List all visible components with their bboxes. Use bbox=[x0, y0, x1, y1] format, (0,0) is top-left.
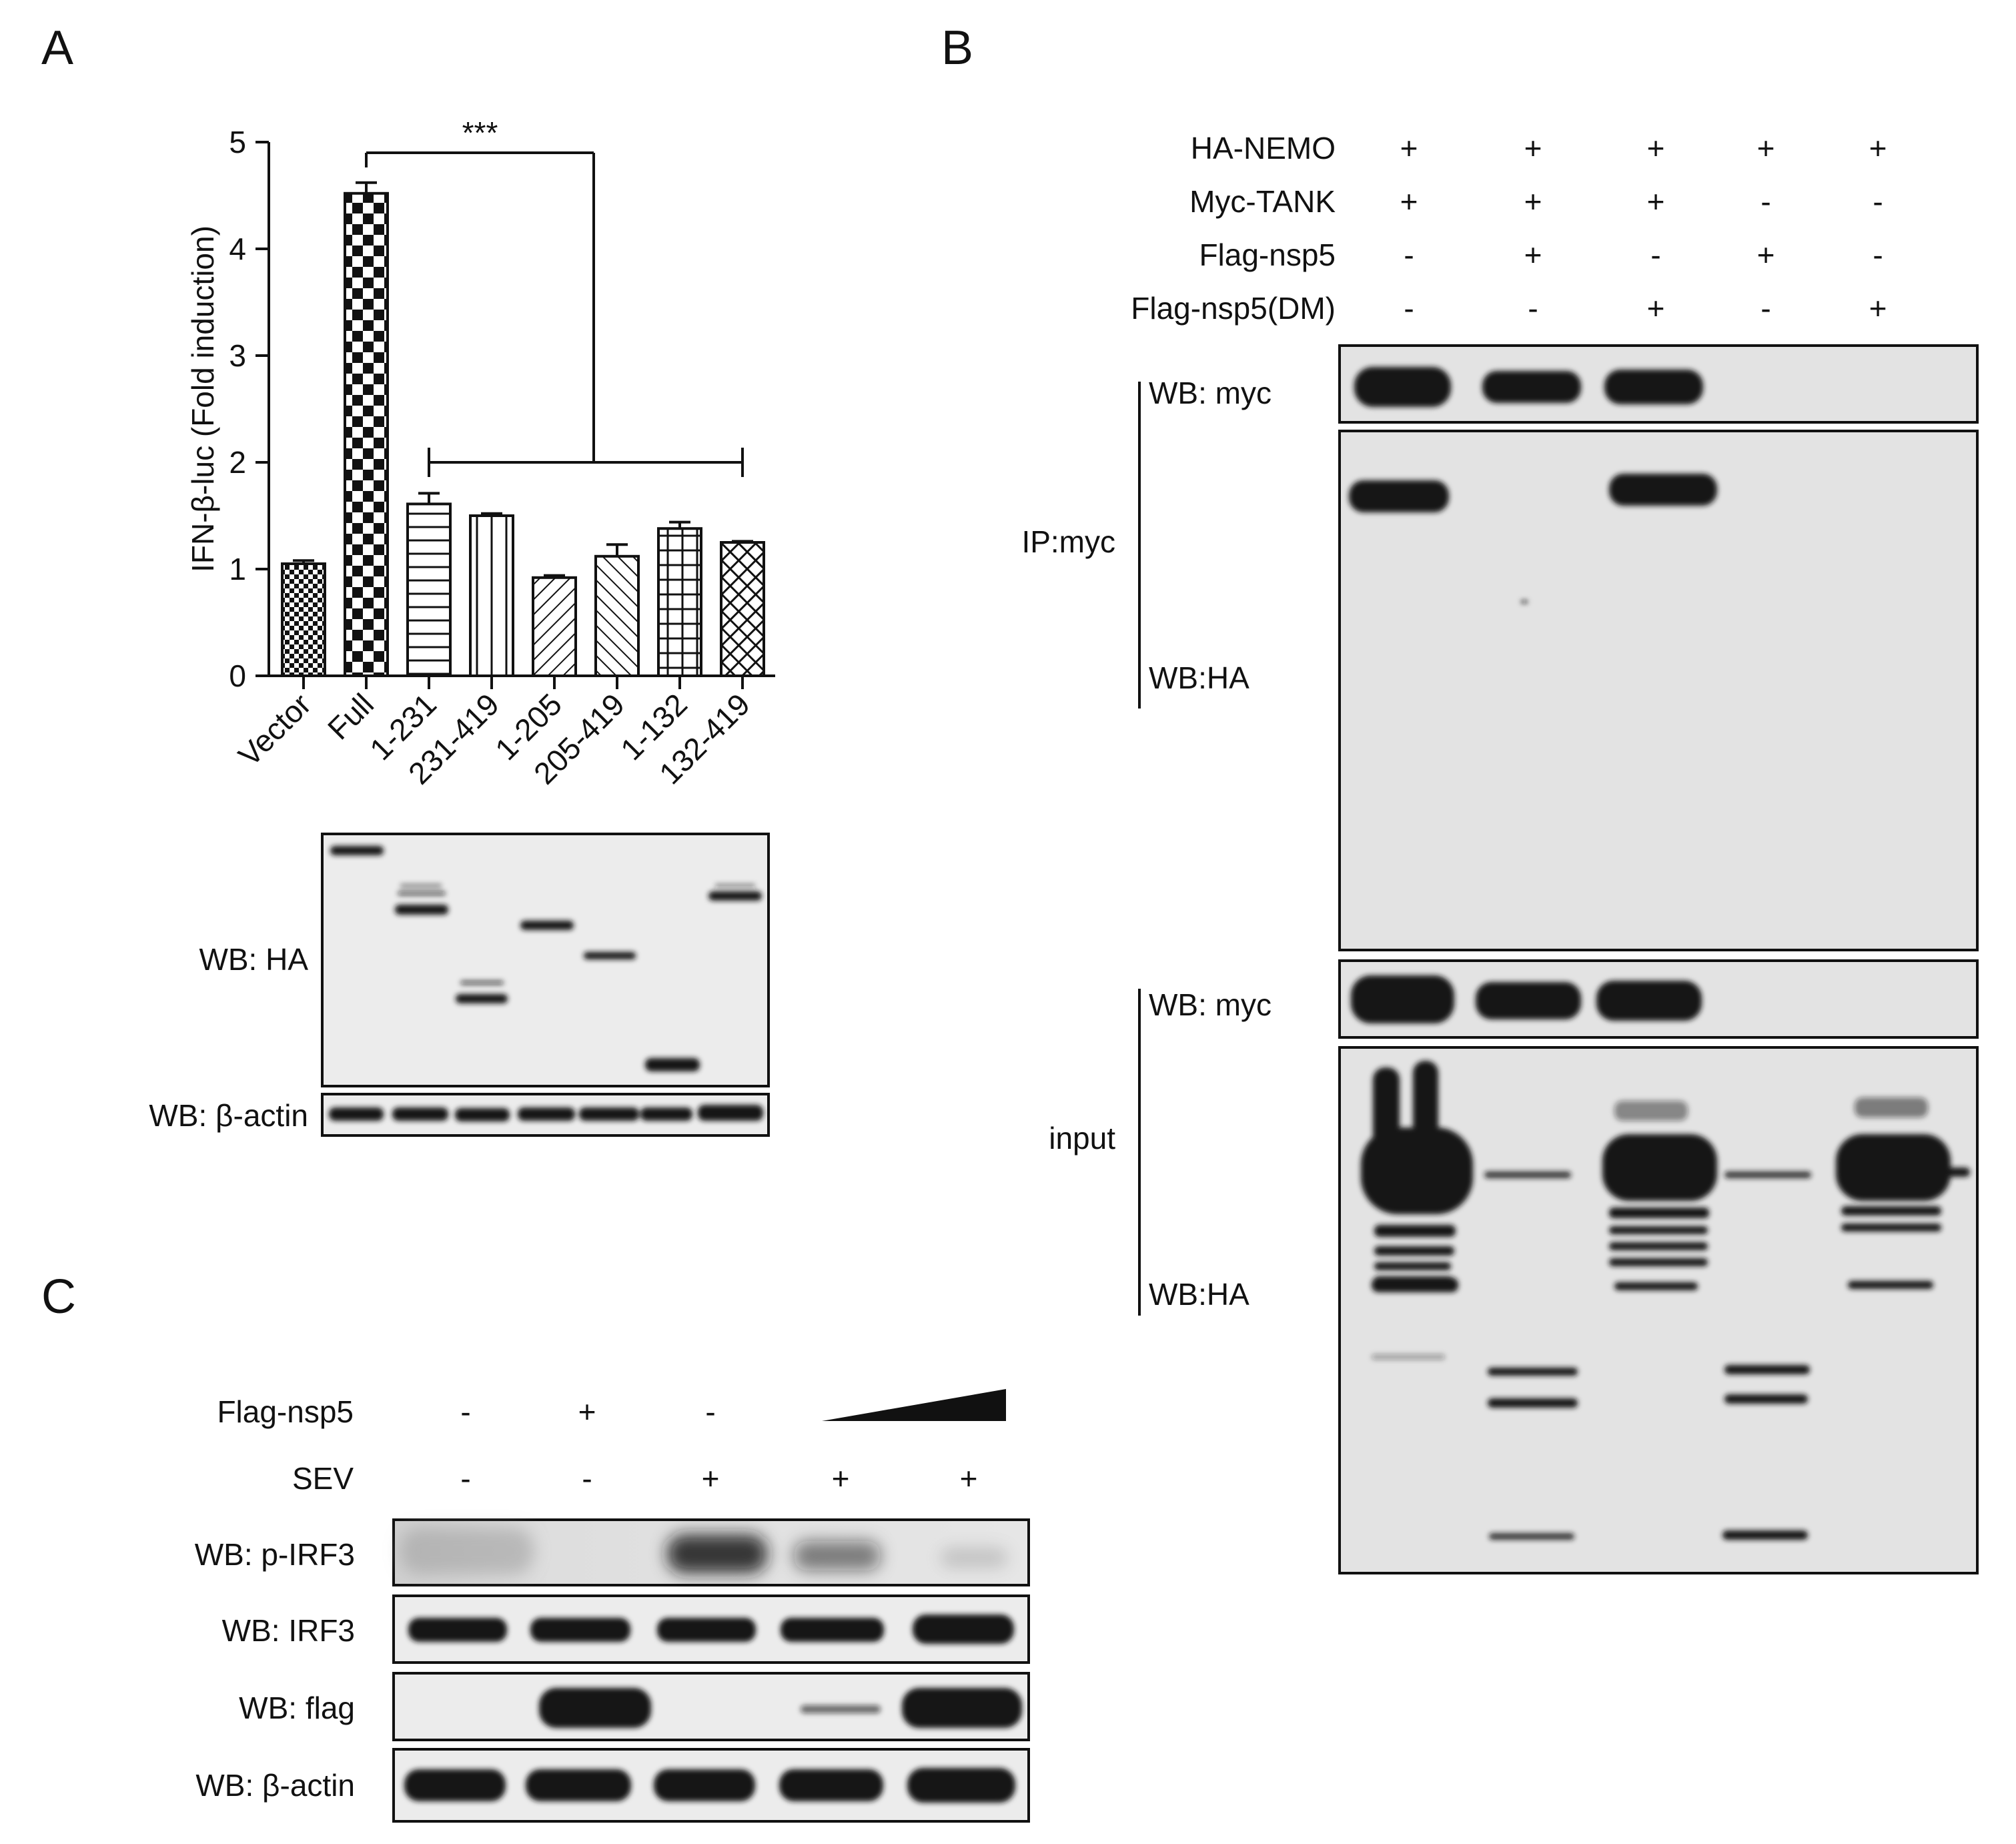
panel-b-ip-ha-blot bbox=[1338, 430, 1979, 951]
panel-c-letter: C bbox=[41, 1270, 76, 1324]
sign: - bbox=[1650, 238, 1660, 272]
panel-c-irf3-blot: WB: IRF3 bbox=[222, 1594, 1030, 1664]
significance-bracket: *** bbox=[365, 115, 744, 477]
bar-1-231 bbox=[406, 502, 452, 678]
y-tick-label: 2 bbox=[229, 445, 246, 480]
bar-1-205 bbox=[532, 576, 577, 677]
sign: - bbox=[1404, 291, 1414, 326]
increasing-dose-wedge bbox=[822, 1389, 1006, 1421]
condition-label: SEV bbox=[292, 1461, 354, 1496]
sign: + bbox=[1524, 131, 1542, 165]
y-tick-label: 3 bbox=[229, 338, 246, 373]
panel-a-actin-blot: WB: β-actin bbox=[149, 1093, 770, 1137]
y-tick-label: 1 bbox=[229, 552, 246, 586]
wb-label: WB: p-IRF3 bbox=[195, 1537, 355, 1572]
panel-c-flag-blot: WB: flag bbox=[239, 1672, 1030, 1741]
sign: - bbox=[460, 1394, 470, 1429]
sign: - bbox=[460, 1461, 470, 1496]
wb-ha-label: WB: HA bbox=[199, 942, 308, 977]
wb-actin-label: WB: β-actin bbox=[149, 1098, 308, 1133]
panel-c-actin-blot: WB: β-actin bbox=[195, 1748, 1030, 1823]
sign: + bbox=[1647, 184, 1665, 219]
bars bbox=[281, 181, 765, 678]
significance-label: *** bbox=[462, 115, 498, 150]
panel-b-condition-table: HA-NEMO Myc-TANK Flag-nsp5 Flag-nsp5(DM)… bbox=[1131, 131, 1887, 326]
sign: + bbox=[960, 1461, 978, 1496]
sign: + bbox=[702, 1461, 720, 1496]
panel-b-input-ha-blot bbox=[1338, 1046, 1979, 1574]
sign: + bbox=[578, 1394, 596, 1429]
bar-205-419 bbox=[594, 554, 640, 677]
sign: + bbox=[1647, 131, 1665, 165]
y-tick-label: 4 bbox=[229, 232, 246, 266]
panel-a-letter: A bbox=[41, 21, 73, 75]
x-tick-label: Vector bbox=[231, 686, 318, 773]
sign: - bbox=[705, 1394, 715, 1429]
sign: - bbox=[1873, 184, 1883, 219]
input-label: input bbox=[1049, 1121, 1115, 1156]
bar-231-419 bbox=[469, 514, 514, 677]
condition-label: HA-NEMO bbox=[1191, 131, 1336, 165]
sign: - bbox=[582, 1461, 592, 1496]
sign: + bbox=[1757, 238, 1775, 272]
wb-label: WB: flag bbox=[239, 1691, 355, 1725]
bar-Vector bbox=[281, 562, 326, 677]
ip-label: IP:myc bbox=[1021, 524, 1115, 559]
condition-label: Myc-TANK bbox=[1189, 184, 1336, 219]
panel-b-input-myc-blot bbox=[1338, 959, 1979, 1039]
sign: + bbox=[1524, 184, 1542, 219]
y-tick-label: 5 bbox=[229, 125, 246, 159]
sign: + bbox=[1400, 131, 1418, 165]
panel-c-condition-table: Flag-nsp5 SEV - + - - - + + + bbox=[217, 1389, 1006, 1496]
condition-label: Flag-nsp5 bbox=[217, 1394, 354, 1429]
sign: + bbox=[1400, 184, 1418, 219]
bar-Full bbox=[344, 191, 389, 677]
wb-label: WB: β-actin bbox=[195, 1768, 355, 1803]
wb-label: WB: IRF3 bbox=[222, 1613, 355, 1648]
wb-myc-label: WB: myc bbox=[1149, 376, 1272, 410]
panel-b-ip-myc-blot bbox=[1338, 344, 1979, 424]
sign: - bbox=[1528, 291, 1538, 326]
panel-b-letter: B bbox=[941, 21, 973, 75]
bar-132-419 bbox=[720, 541, 765, 677]
wb-ha-label: WB:HA bbox=[1149, 1277, 1249, 1312]
panel-a-ha-blot: WB: HA bbox=[199, 833, 770, 1087]
y-tick-label: 0 bbox=[229, 658, 246, 693]
sign: + bbox=[1757, 131, 1775, 165]
sign: + bbox=[832, 1461, 850, 1496]
wb-ha-label: WB:HA bbox=[1149, 660, 1249, 695]
sign: - bbox=[1760, 291, 1771, 326]
wb-myc-label: WB: myc bbox=[1149, 987, 1272, 1022]
condition-label: Flag-nsp5 bbox=[1199, 238, 1336, 272]
y-axis-label: IFN-β-luc (Fold induction) bbox=[185, 225, 220, 572]
bar-1-132 bbox=[657, 527, 702, 678]
sign: - bbox=[1404, 238, 1414, 272]
sign: + bbox=[1869, 131, 1887, 165]
panel-c-p-irf3-blot: WB: p-IRF3 bbox=[195, 1518, 1030, 1586]
sign: - bbox=[1873, 238, 1883, 272]
sign: + bbox=[1524, 238, 1542, 272]
condition-label: Flag-nsp5(DM) bbox=[1131, 291, 1336, 326]
sign: + bbox=[1869, 291, 1887, 326]
sign: - bbox=[1760, 184, 1771, 219]
sign: + bbox=[1647, 291, 1665, 326]
